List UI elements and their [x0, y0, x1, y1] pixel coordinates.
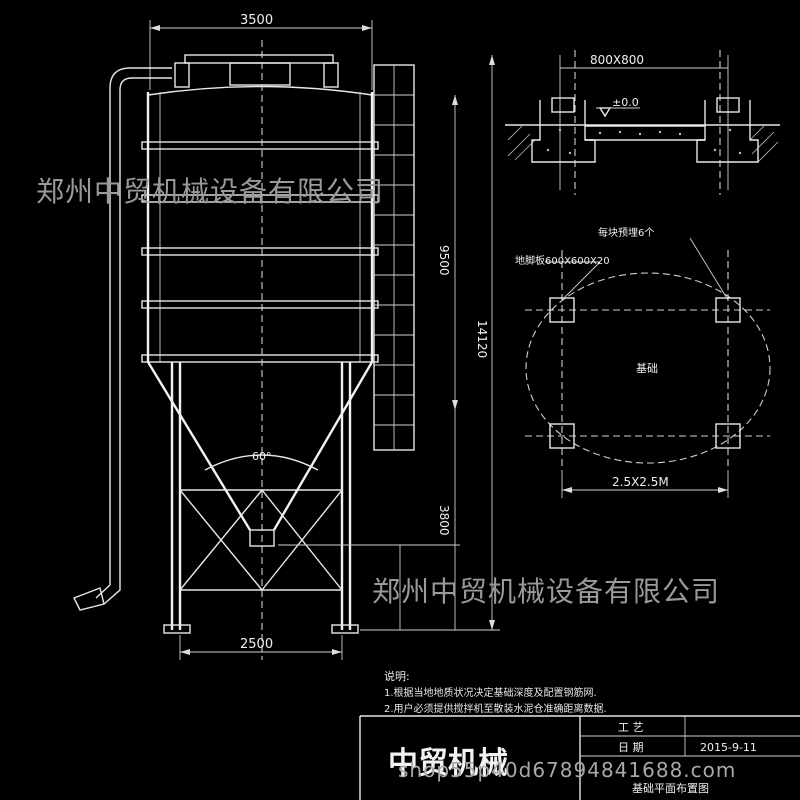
date-label: 日 期 — [618, 741, 644, 754]
foundation-section — [505, 50, 780, 195]
dim-cone-angle: 60° — [252, 450, 272, 463]
anchor-bolt-label: 每块预埋6个 — [598, 226, 654, 239]
ground-plate-label: 地脚板600X600X20 — [515, 254, 610, 267]
dim-lower-height: 3800 — [437, 505, 451, 536]
notes-line-1: 1.根据当地地质状况决定基础深度及配置钢筋网. — [384, 688, 597, 699]
notes-heading: 说明: — [384, 670, 410, 683]
date-value: 2015-9-11 — [700, 741, 757, 754]
dim-top-width: 3500 — [240, 13, 273, 28]
dim-total-height: 14120 — [475, 320, 489, 358]
dim-upper-height: 9500 — [437, 245, 451, 276]
silo-elevation — [73, 20, 500, 660]
dim-foundation-spacing: 2.5X2.5M — [612, 475, 669, 489]
foundation-plan — [525, 237, 771, 498]
dim-bottom-width: 2500 — [240, 637, 273, 652]
level-mark: ±0.0 — [612, 96, 639, 109]
craft-label: 工 艺 — [618, 721, 644, 734]
notes-line-2: 2.用户必须提供搅拌机至散装水泥仓准确距离数据. — [384, 704, 607, 715]
dim-foundation-pit: 800X800 — [590, 53, 644, 67]
company-name: 中贸机械 — [388, 746, 508, 781]
watermark-upper: 郑州中贸机械设备有限公司 — [36, 175, 385, 208]
watermark-shop: shop55p40d67894841688.com — [398, 758, 737, 782]
foundation-label: 基础 — [636, 362, 658, 375]
title-block — [359, 715, 800, 800]
watermark-lower: 郑州中贸机械设备有限公司 — [372, 575, 721, 608]
drawing-name: 基础平面布置图 — [632, 782, 709, 795]
